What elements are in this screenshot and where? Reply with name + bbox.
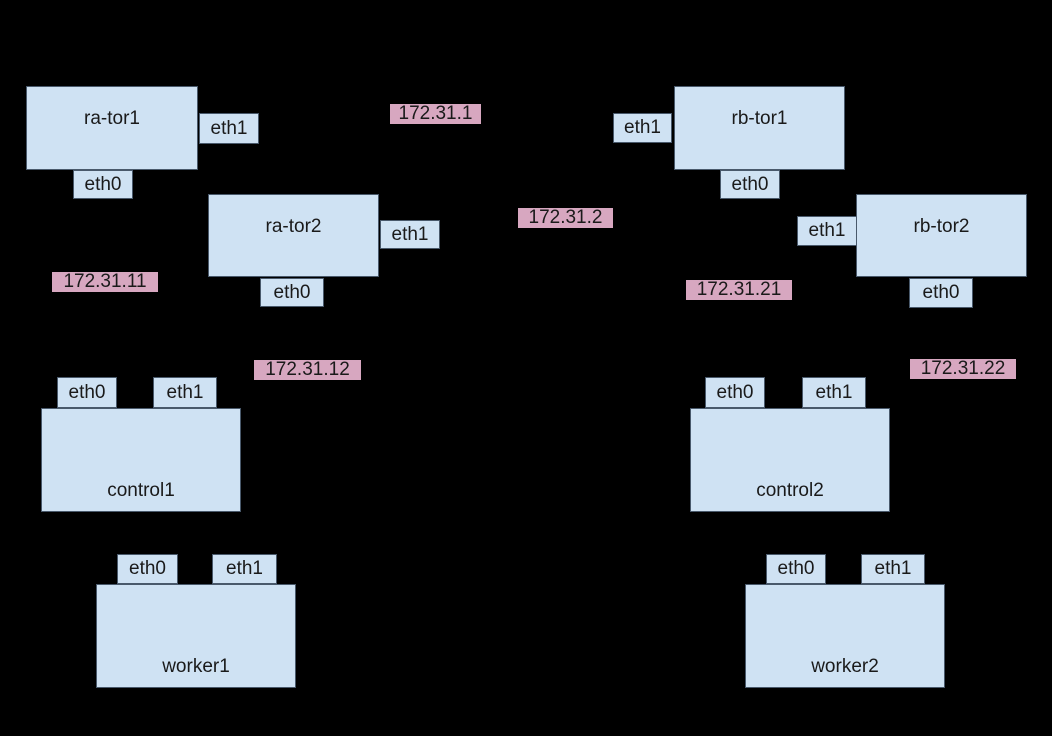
node-control2: control2 <box>690 408 890 512</box>
port-ra-tor1-eth0: eth0 <box>73 170 133 199</box>
node-worker2: worker2 <box>745 584 945 688</box>
ip-label-172-31-11: 172.31.11 <box>52 272 158 292</box>
node-control2-label: control2 <box>756 480 824 501</box>
node-worker1-label: worker1 <box>162 656 230 677</box>
port-control1-eth1: eth1 <box>153 377 217 408</box>
port-rb-tor2-eth1: eth1 <box>797 216 857 246</box>
ip-label-172-31-2: 172.31.2 <box>518 208 613 228</box>
port-rb-tor2-eth0: eth0 <box>909 278 973 308</box>
port-worker1-eth0: eth0 <box>117 554 178 584</box>
ip-label-172-31-22: 172.31.22 <box>910 359 1016 379</box>
node-rb-tor2: rb-tor2 <box>856 194 1027 277</box>
node-control1-label: control1 <box>107 480 175 501</box>
port-worker2-eth0: eth0 <box>766 554 826 584</box>
node-worker2-label: worker2 <box>811 656 879 677</box>
port-ra-tor1-eth1: eth1 <box>199 113 259 144</box>
port-control1-eth0: eth0 <box>57 377 117 408</box>
port-worker2-eth1: eth1 <box>861 554 925 584</box>
node-rb-tor2-label: rb-tor2 <box>913 216 970 237</box>
port-control2-eth0: eth0 <box>705 377 765 408</box>
ip-label-172-31-12: 172.31.12 <box>254 360 361 380</box>
port-ra-tor2-eth1: eth1 <box>380 220 440 249</box>
node-control1: control1 <box>41 408 241 512</box>
node-ra-tor1: ra-tor1 <box>26 86 198 170</box>
node-ra-tor2: ra-tor2 <box>208 194 379 277</box>
ip-label-172-31-1: 172.31.1 <box>390 104 481 124</box>
node-ra-tor2-label: ra-tor2 <box>265 216 322 237</box>
ip-label-172-31-21: 172.31.21 <box>686 280 792 300</box>
port-rb-tor1-eth1: eth1 <box>613 113 672 143</box>
node-rb-tor1: rb-tor1 <box>674 86 845 170</box>
node-rb-tor1-label: rb-tor1 <box>731 108 788 129</box>
node-worker1: worker1 <box>96 584 296 688</box>
port-rb-tor1-eth0: eth0 <box>720 170 780 199</box>
port-control2-eth1: eth1 <box>802 377 866 408</box>
port-ra-tor2-eth0: eth0 <box>260 278 324 307</box>
port-worker1-eth1: eth1 <box>212 554 277 584</box>
node-ra-tor1-label: ra-tor1 <box>84 108 140 129</box>
